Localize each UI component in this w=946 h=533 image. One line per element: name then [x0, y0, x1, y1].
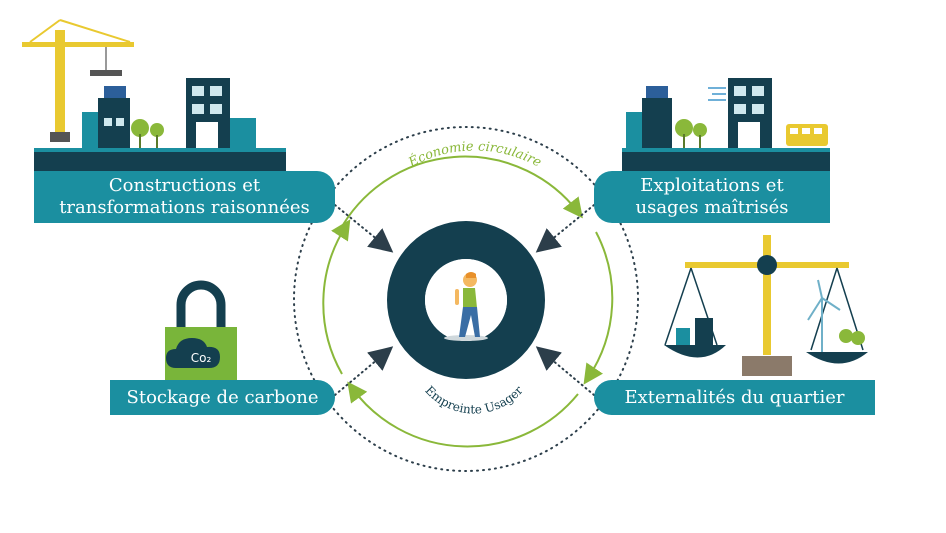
outer-cycle-label: Économie circulaire: [405, 139, 544, 171]
center-ring: [387, 221, 545, 379]
node-stockage: Stockage de carbone: [110, 380, 335, 415]
outer-dotted-circle: [293, 126, 639, 472]
center-label: Empreinte Usager: [422, 383, 525, 416]
node-constructions: Constructions et transformations raisonn…: [34, 171, 335, 223]
circular-arrows: [322, 155, 614, 448]
inflow-arrows: [334, 204, 595, 396]
lock-text: Co₂: [191, 351, 212, 365]
node-externalites: Externalités du quartier: [594, 380, 875, 415]
operations-scene-icon: [622, 78, 830, 172]
walking-person-icon: [444, 272, 488, 341]
node-exploitations: Exploitations et usages maîtrisés: [594, 171, 830, 223]
balance-scale-icon: [664, 235, 868, 376]
carbon-lock-icon: Co₂: [165, 280, 237, 381]
construction-scene-icon: [22, 19, 286, 172]
